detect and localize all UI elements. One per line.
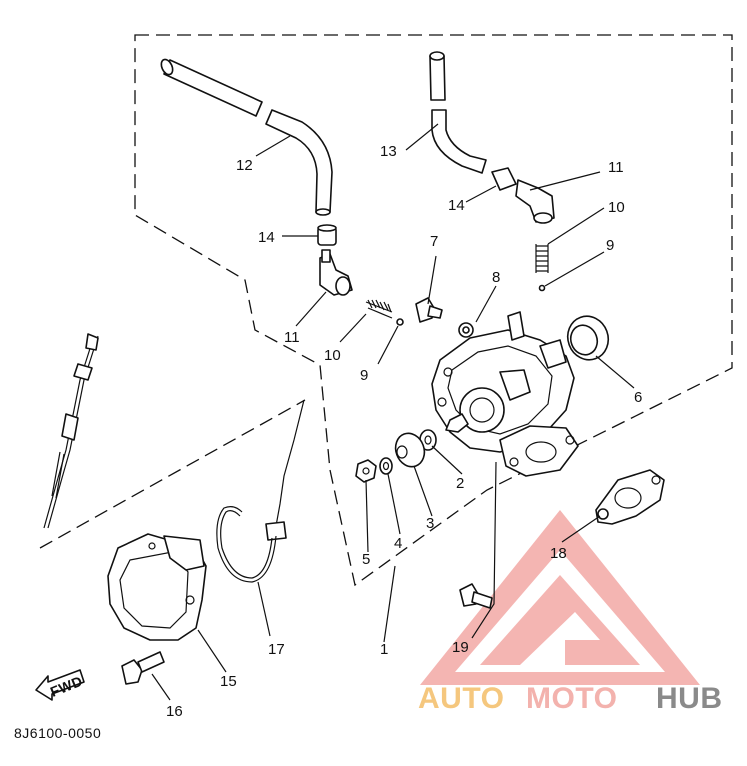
hose-12 — [160, 58, 333, 216]
watermark-logo — [420, 510, 700, 685]
gasket-18 — [595, 469, 665, 525]
ball-9-right — [538, 284, 546, 292]
callout-9: 9 — [360, 367, 368, 384]
spring-10-right — [535, 244, 549, 273]
callout-18: 18 — [550, 545, 567, 562]
throttle-cable — [43, 333, 99, 529]
ball-9-left — [396, 318, 404, 326]
watermark-text: AUTO MOTO HUB — [418, 682, 723, 715]
washer-8 — [458, 322, 474, 338]
part-code: 8J6100-0050 — [14, 725, 101, 741]
clamp-14-left — [317, 224, 337, 246]
callout-11b: 11 — [608, 159, 624, 176]
callout-5: 5 — [362, 551, 370, 568]
callout-14b: 14 — [448, 197, 465, 214]
callout-1: 1 — [380, 641, 388, 658]
oil-pump-body — [431, 311, 579, 477]
callout-9b: 9 — [606, 237, 614, 254]
assembly-boundary — [134, 34, 733, 587]
callout-12: 12 — [236, 157, 253, 174]
seal-6 — [566, 315, 610, 361]
callout-17: 17 — [268, 641, 285, 658]
leader-lines — [151, 123, 635, 701]
bolt-7 — [415, 297, 443, 323]
callout-7: 7 — [430, 233, 438, 250]
callout-10b: 10 — [608, 199, 625, 216]
cable-boundary — [39, 399, 306, 549]
clamp-14-right — [491, 167, 517, 191]
cover-15 — [107, 533, 207, 641]
nut-5 — [355, 459, 377, 483]
callout-2: 2 — [456, 475, 464, 492]
callout-11: 11 — [284, 329, 300, 346]
callout-19: 19 — [452, 639, 469, 656]
callout-13: 13 — [380, 143, 397, 160]
callout-10: 10 — [324, 347, 341, 364]
watermark-auto: AUTO — [418, 682, 504, 715]
plate-3 — [394, 432, 426, 468]
fwd-label: FWD — [48, 673, 85, 700]
bolt-19 — [459, 583, 493, 609]
callout-14: 14 — [258, 229, 275, 246]
hose-13 — [429, 51, 487, 174]
hose-17 — [216, 399, 305, 583]
fitting-11-left — [319, 249, 353, 296]
fwd-arrow-icon: FWD — [35, 669, 85, 701]
callout-3: 3 — [426, 515, 434, 532]
spring-10-left — [365, 299, 393, 319]
washer-4 — [379, 457, 393, 475]
fitting-11-right — [515, 179, 555, 224]
callout-4: 4 — [394, 535, 402, 552]
watermark-hub: HUB — [656, 682, 723, 715]
callouts: 12 14 11 10 9 7 8 13 14 11 10 9 6 2 3 4 … — [166, 143, 642, 720]
callout-15: 15 — [220, 673, 237, 690]
callout-16: 16 — [166, 703, 183, 720]
callout-6: 6 — [634, 389, 642, 406]
callout-8: 8 — [492, 269, 500, 286]
bolt-16 — [121, 651, 165, 685]
watermark-moto: MOTO — [526, 682, 617, 715]
